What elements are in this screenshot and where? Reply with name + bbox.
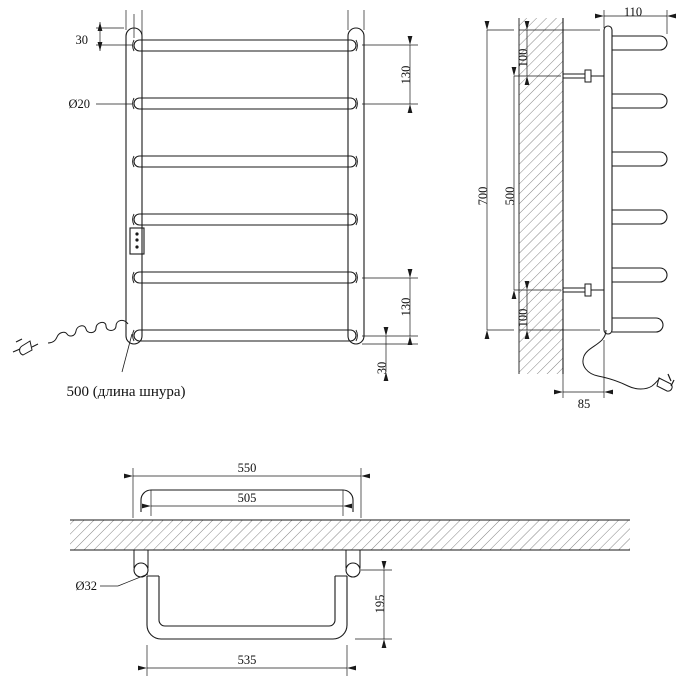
side-power-cord: [582, 329, 661, 390]
top-view: [70, 489, 630, 640]
power-cord: [31, 319, 129, 348]
side-dimensions: [484, 10, 676, 398]
side-rungs: [612, 35, 668, 333]
top-right-bracket: [345, 562, 361, 578]
label-side-mount-spacing: 500: [503, 187, 517, 206]
top-wall-hatch: [70, 520, 630, 550]
side-top-bracket: [562, 69, 604, 83]
label-top-projection: 195: [373, 595, 387, 614]
label-top-overall-width: 550: [238, 461, 257, 475]
label-front-top-offset: 30: [76, 33, 89, 47]
top-inner-pipe-2: [158, 576, 336, 627]
label-top-mount-width: 505: [238, 491, 257, 505]
top-dimensions: [100, 468, 392, 676]
control-box: [129, 227, 145, 255]
front-dimensions: [96, 10, 418, 381]
top-outer-pipe: [146, 576, 348, 640]
label-front-upper-spacing: 130: [399, 66, 413, 85]
label-front-lower-spacing: 130: [399, 298, 413, 317]
label-side-bottom-mount: 100: [516, 309, 530, 328]
label-front-tube-diameter: Ø20: [68, 97, 90, 111]
side-bottom-bracket: [562, 283, 604, 297]
label-top-inner-width: 535: [238, 653, 257, 667]
cord-leader: [121, 333, 133, 373]
label-side-wall-offset: 85: [578, 397, 591, 411]
power-plug: [12, 338, 33, 356]
dimension-labels: 30 Ø20 130 130 30 500 (длина шнура) 110 …: [66, 5, 642, 667]
label-cord-length-note: 500 (длина шнура): [66, 384, 185, 400]
label-side-top-mount: 100: [516, 49, 530, 68]
side-view: [518, 18, 675, 392]
front-view: [12, 27, 365, 373]
front-rungs: [133, 39, 357, 342]
front-right-post: [347, 27, 365, 345]
top-inner-pipe: [140, 489, 354, 512]
side-power-plug: [656, 373, 675, 392]
front-left-post: [125, 27, 143, 345]
label-top-bracket-diameter: Ø32: [75, 579, 97, 593]
label-side-depth: 110: [624, 5, 642, 19]
label-side-total-height: 700: [476, 187, 490, 206]
label-front-bottom-offset: 30: [375, 362, 389, 375]
